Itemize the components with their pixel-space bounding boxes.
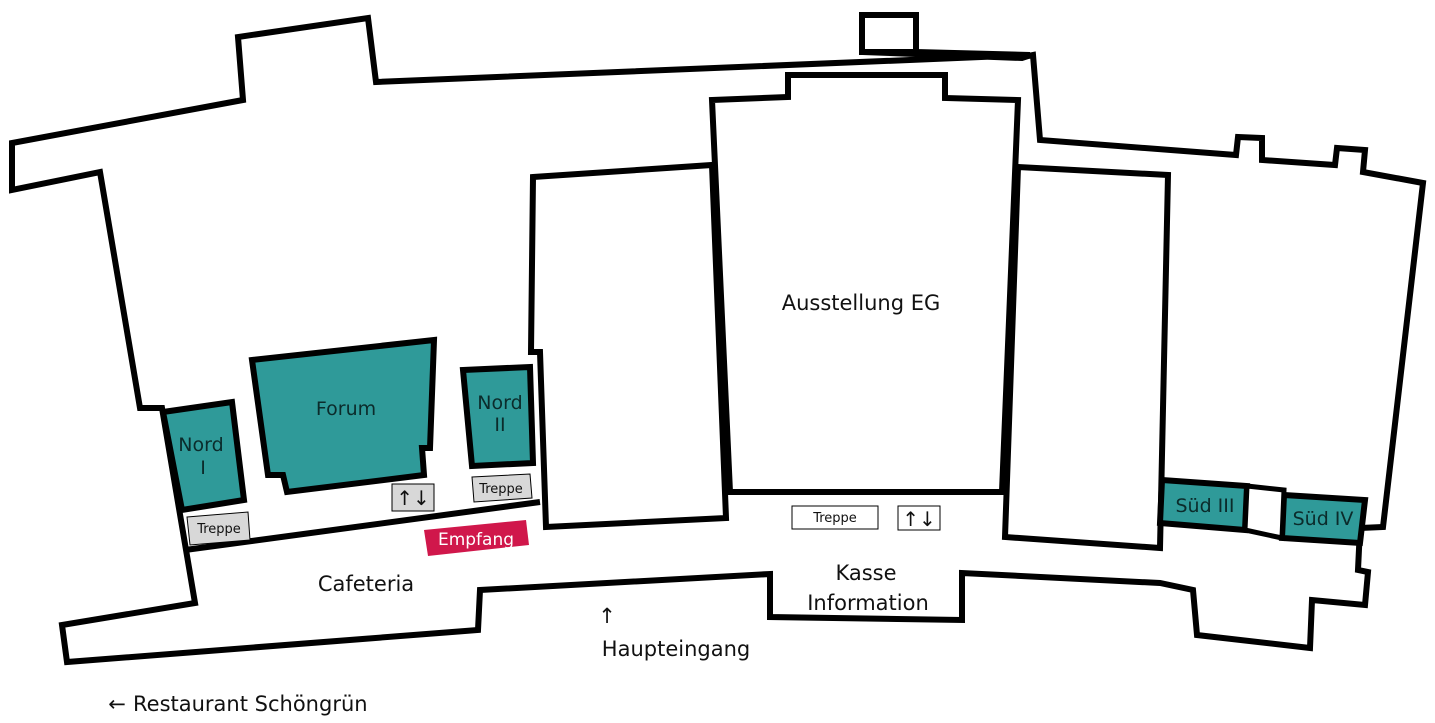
elevator-center[interactable] — [897, 505, 941, 531]
label-kasse: Kasse — [835, 561, 896, 585]
label-treppe-mid: Treppe — [478, 482, 523, 497]
empfang-badge[interactable] — [424, 520, 529, 556]
label-treppe-left: Treppe — [196, 522, 241, 537]
hall-mid-left — [527, 161, 730, 531]
label-nord2-line1: Nord — [477, 392, 522, 414]
label-nord1-line1: Nord — [178, 434, 223, 456]
label-sued3: Süd III — [1175, 495, 1234, 517]
room-nord-1[interactable] — [159, 398, 248, 514]
hall-mid-right — [1001, 163, 1172, 552]
stairs-mid[interactable] — [471, 473, 533, 503]
arrow-left-icon: ← — [108, 692, 126, 716]
tower-outline — [859, 12, 919, 55]
label-sued4: Süd IV — [1293, 508, 1354, 530]
label-nord1-line2: I — [200, 457, 206, 479]
hall-ausstellung — [708, 72, 1022, 495]
label-information: Information — [807, 591, 929, 615]
arrow-up-icon: ↑ — [598, 604, 616, 628]
elevator-left[interactable] — [391, 483, 435, 512]
corridor-edge — [184, 499, 541, 553]
label-treppe-center: Treppe — [812, 511, 857, 526]
label-forum: Forum — [316, 398, 376, 420]
label-cafeteria: Cafeteria — [318, 572, 414, 596]
stairs-left[interactable] — [186, 511, 251, 546]
label-haupteingang[interactable]: Haupteingang — [602, 637, 750, 661]
elevator-arrows-icon: ↑↓ — [902, 507, 936, 531]
room-forum[interactable] — [248, 336, 438, 496]
label-ausstellung: Ausstellung EG — [782, 291, 941, 315]
room-nord-2[interactable] — [459, 363, 537, 470]
sued-separator — [1242, 483, 1287, 542]
label-restaurant[interactable]: Restaurant Schöngrün — [133, 692, 368, 716]
label-nord2-line2: II — [494, 414, 505, 436]
stairs-center[interactable] — [791, 505, 879, 530]
elevator-arrows-icon: ↑↓ — [396, 486, 430, 510]
label-empfang: Empfang — [438, 530, 514, 550]
